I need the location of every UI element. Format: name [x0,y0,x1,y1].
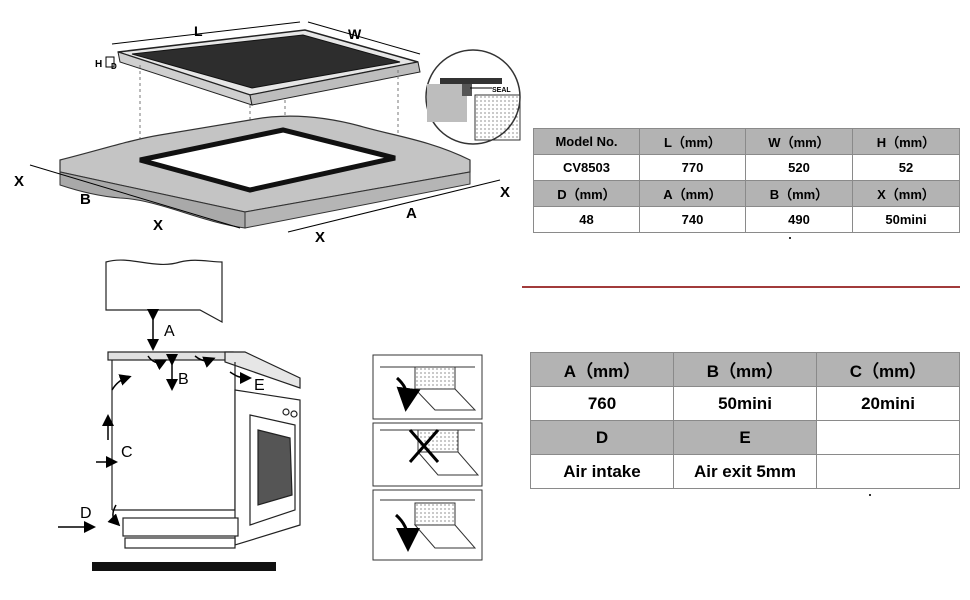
table-cell [816,454,960,489]
seal-label: SEAL [492,87,511,94]
table-cell: 48 [533,206,640,233]
vent-panel-correct-1 [372,354,483,420]
table-row: D（mm） A（mm） B（mm） X（mm） [533,180,960,207]
dim-X-bottom-label: X [315,229,325,246]
table-cell: 50mini [852,206,960,233]
table-cell: Air exit 5mm [673,454,817,489]
header-cell: X（mm） [852,180,960,207]
countertop-dimensions [29,164,501,233]
dim-B-label: B [80,191,91,208]
dim-W-label: W [348,26,362,42]
airflow-arrows [58,354,252,533]
vent-panel-incorrect [372,422,483,487]
table-row: A（mm） B（mm） C（mm） [530,352,960,387]
table-row: D E [530,420,960,455]
header-cell: B（mm） [745,180,853,207]
dim-X-left-label: X [14,173,24,190]
table-row: Model No. L（mm） W（mm） H（mm） [533,128,960,155]
header-cell: A（mm） [530,352,674,387]
install-B-label: B [178,371,189,388]
header-cell: D（mm） [533,180,640,207]
table-cell: CV8503 [533,154,640,181]
oven-cabinet [107,351,301,549]
install-A-label: A [164,323,175,340]
dim-X-right-label: X [500,184,510,201]
header-cell: H（mm） [852,128,960,155]
dim-A-label: A [406,205,417,222]
stray-dot [789,237,791,239]
table-cell: 520 [745,154,853,181]
table-cell: Air intake [530,454,674,489]
model-spec-table: Model No. L（mm） W（mm） H（mm） CV8503 770 5… [533,128,960,233]
table-cell [816,420,960,455]
table-cell: 52 [852,154,960,181]
table-cell: 770 [639,154,746,181]
clearance-spec-table: A（mm） B（mm） C（mm） 760 50mini 20mini D E … [530,352,960,489]
table-cell: 20mini [816,386,960,421]
section-divider [522,286,960,288]
seal-detail [425,49,521,145]
table-cell: 740 [639,206,746,233]
cooktop-dimensions [105,21,421,68]
dim-H-label: H [95,59,102,70]
header-cell: C（mm） [816,352,960,387]
dim-D-label: D [111,62,117,71]
table-cell: 490 [745,206,853,233]
table-cell: 760 [530,386,674,421]
table-row: 48 740 490 50mini [533,206,960,233]
table-row: Air intake Air exit 5mm [530,454,960,489]
cooktop [117,29,421,106]
table-row: 760 50mini 20mini [530,386,960,421]
countertop [59,115,471,229]
header-cell: D [530,420,674,455]
install-C-label: C [121,444,133,461]
table-row: CV8503 770 520 52 [533,154,960,181]
header-cell: E [673,420,817,455]
header-cell: A（mm） [639,180,746,207]
stray-dot [869,494,871,496]
dim-X-bottom-left-label: X [153,217,163,234]
header-cell: B（mm） [673,352,817,387]
install-D-label: D [80,505,92,522]
floor [92,562,276,571]
header-cell: Model No. [533,128,640,155]
header-cell: L（mm） [639,128,746,155]
vent-panel-correct-2 [372,489,483,561]
cabinet-wall [105,259,223,324]
header-cell: W（mm） [745,128,853,155]
install-E-label: E [254,377,265,394]
table-cell: 50mini [673,386,817,421]
dim-L-label: L [194,23,203,39]
